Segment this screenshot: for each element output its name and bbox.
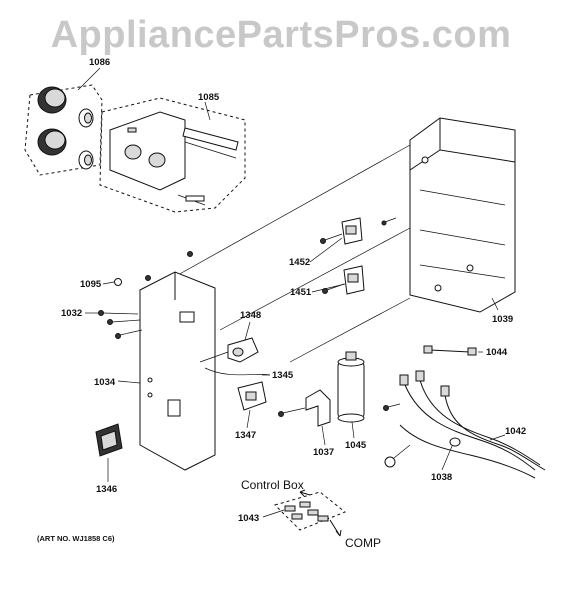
label-1037: 1037 bbox=[313, 447, 334, 458]
label-1345: 1345 bbox=[272, 370, 294, 381]
label-1032: 1032 bbox=[61, 308, 82, 319]
label-1044: 1044 bbox=[486, 347, 508, 358]
label-1348: 1348 bbox=[240, 310, 261, 321]
label-1347: 1347 bbox=[235, 430, 256, 441]
control-box-callout: Control Box bbox=[241, 478, 304, 492]
label-1043: 1043 bbox=[238, 513, 259, 524]
label-1095: 1095 bbox=[80, 279, 102, 290]
art-number: (ART NO. WJ1858 C6) bbox=[37, 534, 115, 543]
label-1039: 1039 bbox=[492, 314, 513, 325]
watermark: AppliancePartsPros.com bbox=[50, 14, 512, 56]
label-1452: 1452 bbox=[289, 257, 310, 268]
leader-lines bbox=[77, 67, 506, 518]
label-1085: 1085 bbox=[198, 92, 220, 103]
capacitor-bracket bbox=[305, 389, 331, 427]
switch-1451 bbox=[322, 265, 365, 295]
wire-harness bbox=[384, 345, 546, 479]
control-box-housing bbox=[409, 117, 516, 313]
label-1042: 1042 bbox=[505, 426, 526, 437]
relay bbox=[237, 381, 267, 411]
switch-1452 bbox=[320, 217, 363, 245]
label-1045: 1045 bbox=[345, 440, 367, 451]
label-1086: 1086 bbox=[89, 57, 110, 68]
knobs-group bbox=[24, 84, 103, 176]
label-1038: 1038 bbox=[431, 472, 452, 483]
capacitor bbox=[337, 351, 365, 423]
connector-set bbox=[274, 489, 346, 537]
front-panel bbox=[139, 271, 216, 471]
label-1451: 1451 bbox=[290, 287, 312, 298]
comp-callout: COMP bbox=[345, 536, 381, 550]
label-1034: 1034 bbox=[94, 377, 116, 388]
thermostat bbox=[199, 321, 271, 376]
control-panel-group bbox=[99, 97, 246, 213]
label-1346: 1346 bbox=[96, 484, 117, 495]
screws bbox=[98, 251, 401, 417]
rocker-switch bbox=[95, 423, 123, 457]
